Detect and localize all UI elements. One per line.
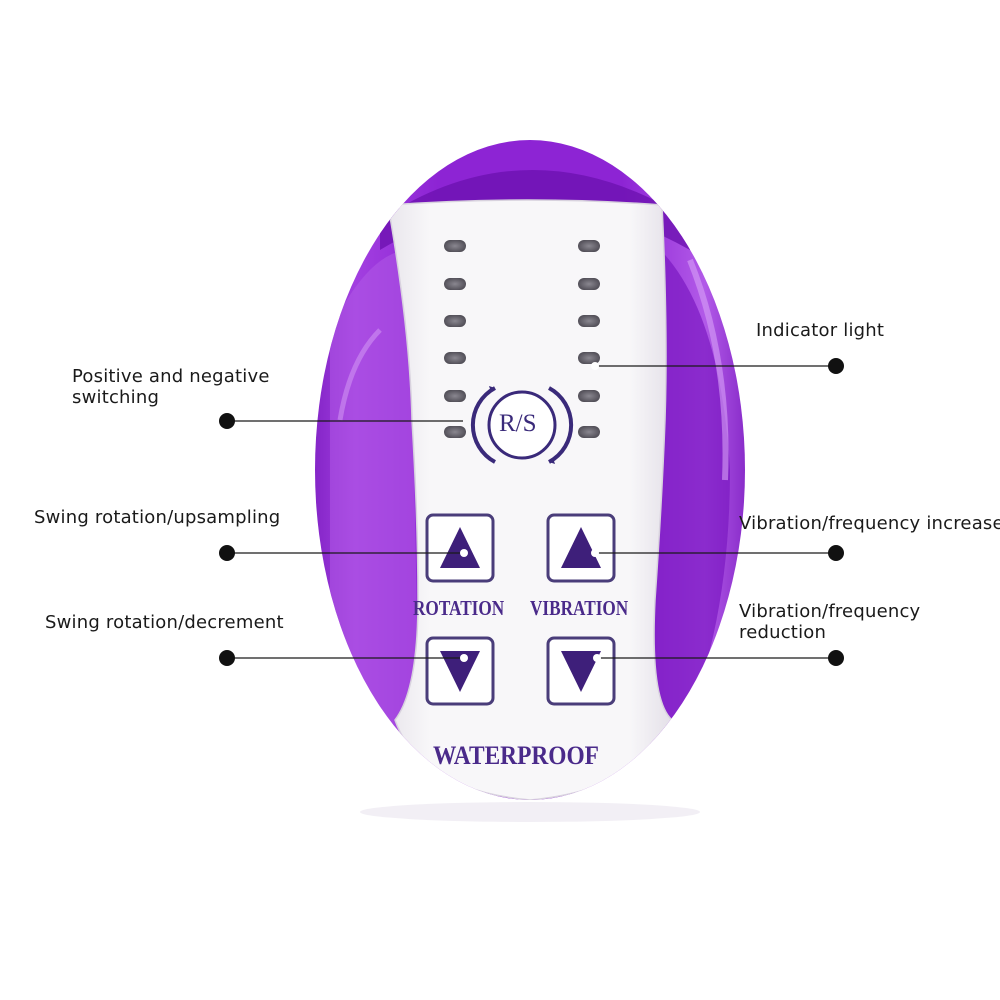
indicator-light: [444, 390, 466, 402]
indicator-light: [444, 278, 466, 290]
down-arrow-icon: [561, 651, 601, 692]
device-shell: [315, 140, 745, 800]
mode-switch-label: R/S: [499, 410, 537, 437]
up-arrow-icon: [561, 527, 601, 568]
indicator-light: [578, 426, 600, 438]
indicator-light: [444, 352, 466, 364]
up-arrow-icon: [440, 527, 480, 568]
indicator-light: [444, 315, 466, 327]
leader-lines: [227, 365, 836, 659]
indicator-light: [578, 278, 600, 290]
callout-positive-negative: Positive and negative switching: [72, 366, 270, 408]
leader-anchor-dots: [460, 362, 601, 662]
vibration-up-button[interactable]: [546, 513, 616, 583]
indicator-light: [444, 240, 466, 252]
callout-swing-up: Swing rotation/upsampling: [34, 507, 281, 528]
indicator-light: [578, 315, 600, 327]
rotation-up-button[interactable]: [425, 513, 495, 583]
indicator-light: [578, 240, 600, 252]
indicator-lights-left: [444, 240, 466, 438]
callout-swing-down: Swing rotation/decrement: [45, 612, 284, 633]
rotation-down-button[interactable]: [425, 636, 495, 706]
rotation-label: ROTATION: [413, 596, 505, 620]
down-arrow-icon: [440, 651, 480, 692]
callout-vibration-up: Vibration/frequency increase: [739, 513, 1000, 534]
waterproof-label: WATERPROOF: [433, 741, 599, 770]
callout-indicator-light: Indicator light: [756, 320, 885, 341]
mode-switch-button[interactable]: [470, 386, 574, 464]
indicator-light: [578, 352, 600, 364]
indicator-lights-right: [578, 240, 600, 438]
indicator-light: [444, 426, 466, 438]
vibration-label: VIBRATION: [530, 596, 629, 620]
vibration-down-button[interactable]: [546, 636, 616, 706]
indicator-light: [578, 390, 600, 402]
leader-dots: [219, 358, 844, 666]
callout-vibration-down: Vibration/frequency reduction: [739, 601, 921, 643]
